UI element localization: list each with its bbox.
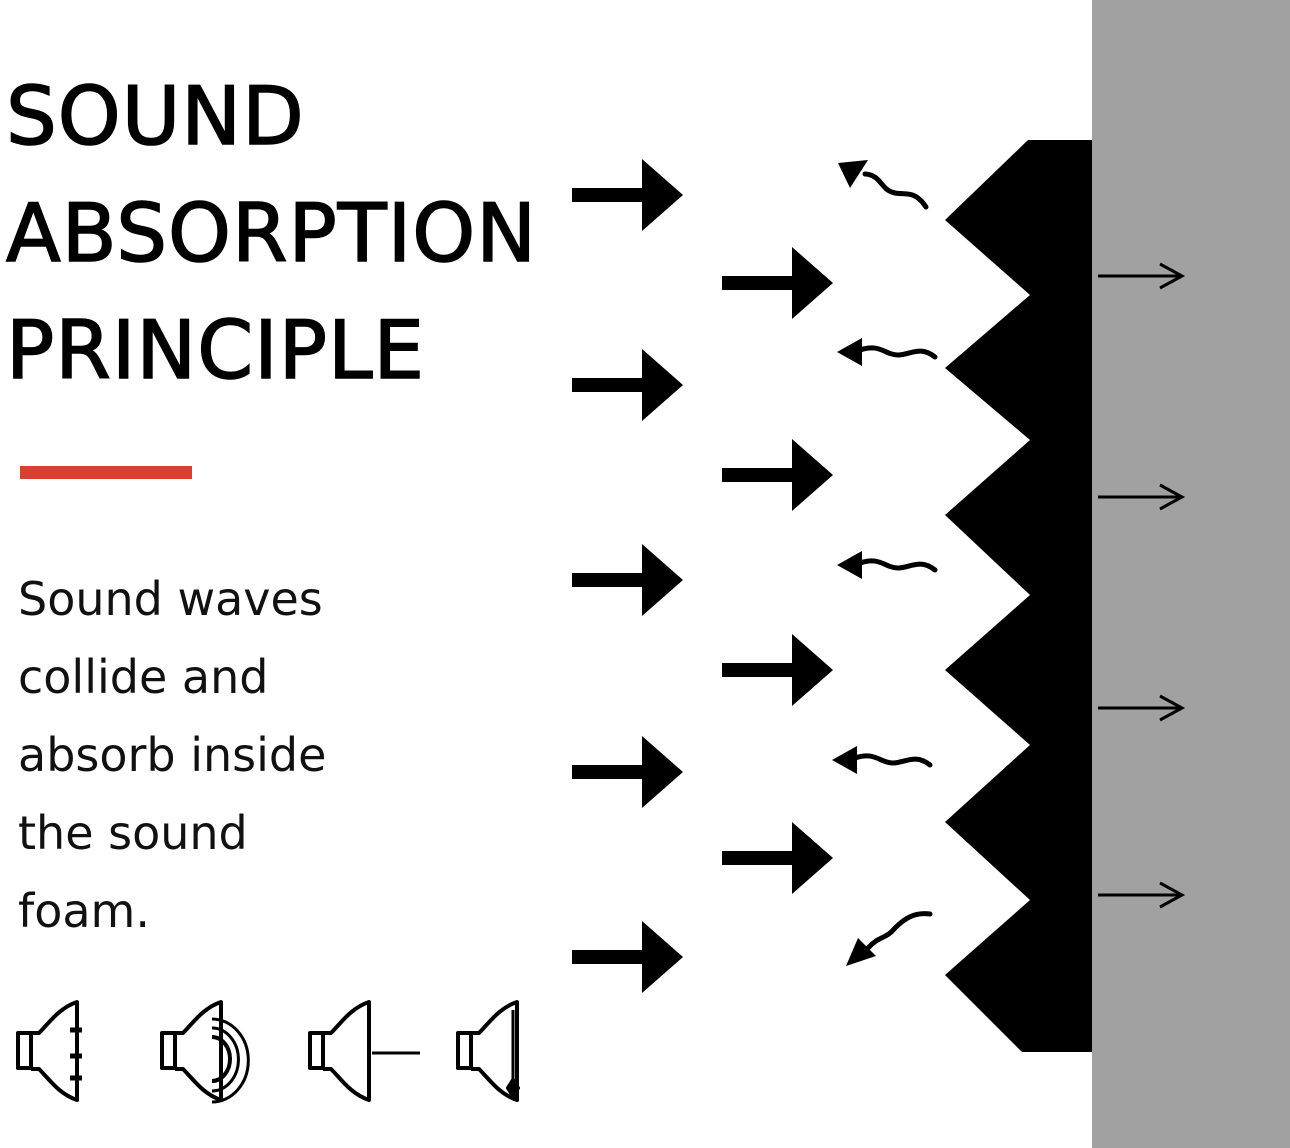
reflected-wave-line <box>862 171 929 210</box>
speaker-sound-waves-icon <box>160 1000 250 1104</box>
title-line: SOUND <box>5 69 305 164</box>
incoming-arrow-icon <box>572 544 683 616</box>
speaker-barrier-icon <box>456 1000 520 1102</box>
acoustic-foam <box>945 140 1092 1052</box>
reflected-wave-line <box>857 558 938 573</box>
incoming-arrow-icon <box>572 159 683 231</box>
speaker-icons <box>16 1000 520 1104</box>
accent-divider <box>20 466 192 479</box>
description-line: the sound <box>18 806 248 860</box>
transmitted-arrow-icon <box>1098 881 1186 909</box>
reflected-arrow-icon <box>832 746 857 774</box>
description-line: absorb inside <box>18 728 327 782</box>
wall <box>1092 0 1290 1148</box>
incoming-arrow-icon <box>572 349 683 421</box>
reflected-wave-line <box>852 753 933 768</box>
transmitted-arrow-icon <box>1098 483 1186 511</box>
reflected-wave-line <box>857 345 938 360</box>
incoming-arrow-icon <box>722 439 833 511</box>
reflected-sound-arrows <box>832 160 938 966</box>
description-line: collide and <box>18 650 269 704</box>
reflected-wave-line <box>865 911 933 951</box>
speaker-dampened-icon <box>16 1000 82 1102</box>
incoming-sound-arrows <box>572 159 833 993</box>
diagram-title: SOUND ABSORPTION PRINCIPLE <box>5 58 538 409</box>
description-line: Sound waves <box>18 572 323 626</box>
transmitted-arrow-icon <box>1098 694 1186 722</box>
title-line: PRINCIPLE <box>5 303 426 398</box>
incoming-arrow-icon <box>572 921 683 993</box>
description-line: foam. <box>18 884 150 938</box>
title-line: ABSORPTION <box>5 186 538 281</box>
reflected-arrow-icon <box>837 338 862 366</box>
reflected-arrow-icon <box>846 938 876 966</box>
incoming-arrow-icon <box>722 822 833 894</box>
speaker-flat-line-icon <box>308 1000 420 1102</box>
reflected-arrow-icon <box>838 160 868 188</box>
incoming-arrow-icon <box>572 736 683 808</box>
incoming-arrow-icon <box>722 634 833 706</box>
transmitted-sound-arrows <box>1098 262 1186 909</box>
incoming-arrow-icon <box>722 247 833 319</box>
transmitted-arrow-icon <box>1098 262 1186 290</box>
reflected-arrow-icon <box>837 551 862 579</box>
description-text: Sound waves collide and absorb inside th… <box>18 560 326 950</box>
